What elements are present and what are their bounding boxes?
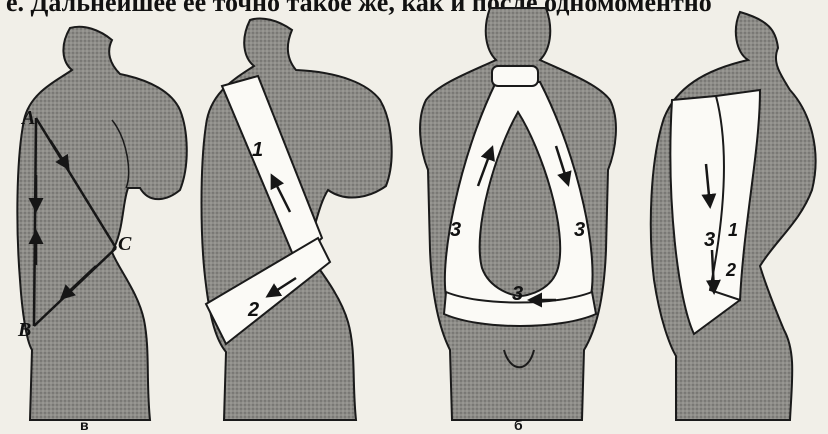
turn-d-3-label: 3 (704, 229, 715, 251)
turn-d-1-label: 1 (728, 220, 738, 240)
turn-d-2-label: 2 (725, 260, 736, 280)
point-a-label: A (20, 107, 35, 129)
turn-1-label: 1 (252, 139, 263, 161)
figure-a-side-torso: A B C в (17, 27, 187, 433)
bandage-roll (492, 66, 538, 86)
turn-3-right-label: 3 (574, 219, 585, 241)
figure-a-label: в (80, 417, 89, 433)
turn-2-label: 2 (247, 299, 259, 321)
turn-3-left-label: 3 (450, 219, 461, 241)
figure-d-back-torso: 3 1 2 (651, 12, 816, 420)
figure-c-label: б (514, 417, 523, 433)
figure-b-side-torso: 1 2 (202, 18, 392, 420)
figure-c-front-torso: 3 3 3 б (420, 8, 616, 433)
turn-3-bottom-label: 3 (512, 283, 523, 305)
point-b-label: B (17, 319, 31, 341)
point-c-label: C (118, 233, 132, 255)
